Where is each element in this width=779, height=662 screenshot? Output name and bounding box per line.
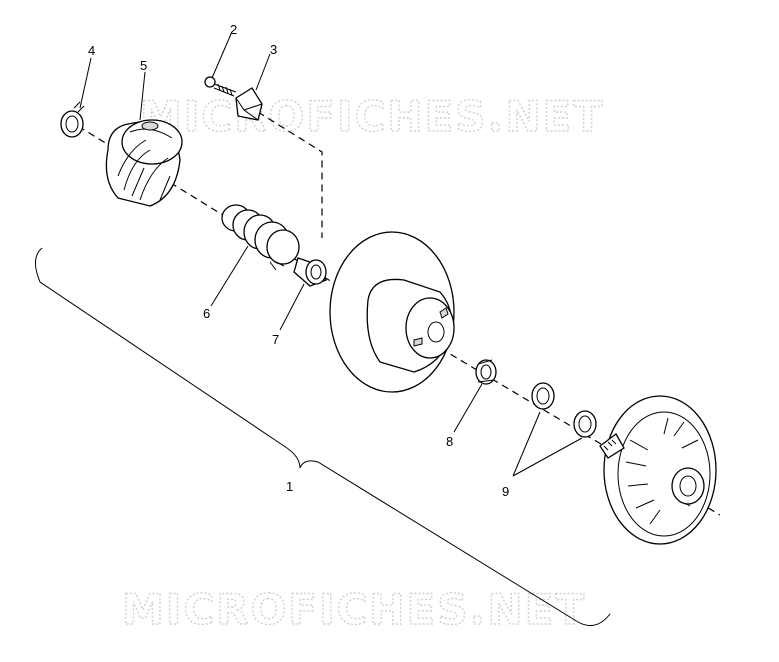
bushing-part <box>293 257 327 287</box>
callout-4: 4 <box>88 43 95 58</box>
spring-part <box>221 204 300 271</box>
callout-8: 8 <box>446 434 453 449</box>
callout-2: 2 <box>230 22 237 37</box>
callout-7: 7 <box>272 332 279 347</box>
watermark-top: MICROFICHES.NET <box>140 92 604 141</box>
watermark-bottom: MICROFICHES.NET <box>122 585 586 634</box>
snap-ring-part <box>60 101 85 138</box>
leader-lines <box>79 33 583 477</box>
button-part <box>235 87 263 121</box>
sheave-bushing-part <box>475 359 497 385</box>
cam-part <box>105 119 183 207</box>
callout-1: 1 <box>286 479 293 494</box>
screw-part <box>204 76 237 97</box>
callout-5: 5 <box>140 58 147 73</box>
washer-parts <box>531 382 597 438</box>
callout-6: 6 <box>203 306 210 321</box>
moveable-sheave-part <box>329 231 455 393</box>
callout-3: 3 <box>270 42 277 57</box>
callout-9: 9 <box>502 484 509 499</box>
stationary-sheave-part <box>599 395 717 545</box>
assembly-bracket <box>35 247 611 627</box>
